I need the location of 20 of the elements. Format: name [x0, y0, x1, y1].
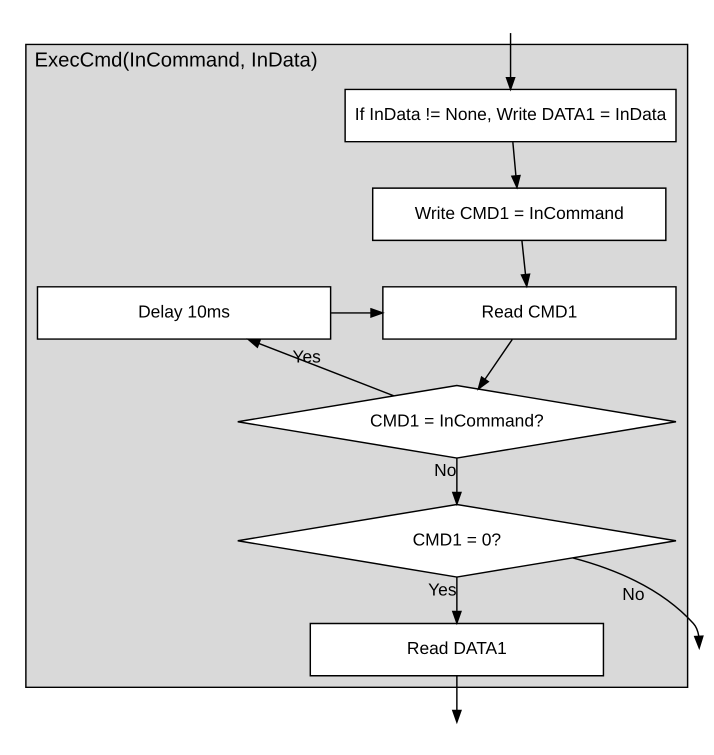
node-box: Delay 10ms — [36, 286, 332, 340]
edge-label: No — [434, 460, 456, 480]
arrow — [477, 339, 513, 391]
node-diamond: CMD1 = InCommand? — [237, 384, 677, 459]
arrow — [505, 33, 516, 92]
arrow — [452, 577, 462, 626]
node-box: If InData != None, Write DATA1 = InData — [344, 88, 677, 142]
node-box: Read CMD1 — [382, 286, 677, 340]
node-box: Read DATA1 — [310, 622, 604, 676]
arrow — [572, 557, 704, 650]
edge-label: No — [622, 584, 645, 604]
edge-label: Yes — [428, 580, 457, 600]
arrow — [452, 676, 462, 724]
arrow — [452, 458, 462, 506]
node-box: Write CMD1 = InCommand — [372, 187, 667, 242]
arrow — [520, 240, 530, 288]
arrow — [331, 308, 385, 318]
node-diamond: CMD1 = 0? — [237, 504, 677, 578]
arrow — [510, 142, 521, 190]
arrow — [246, 338, 394, 396]
